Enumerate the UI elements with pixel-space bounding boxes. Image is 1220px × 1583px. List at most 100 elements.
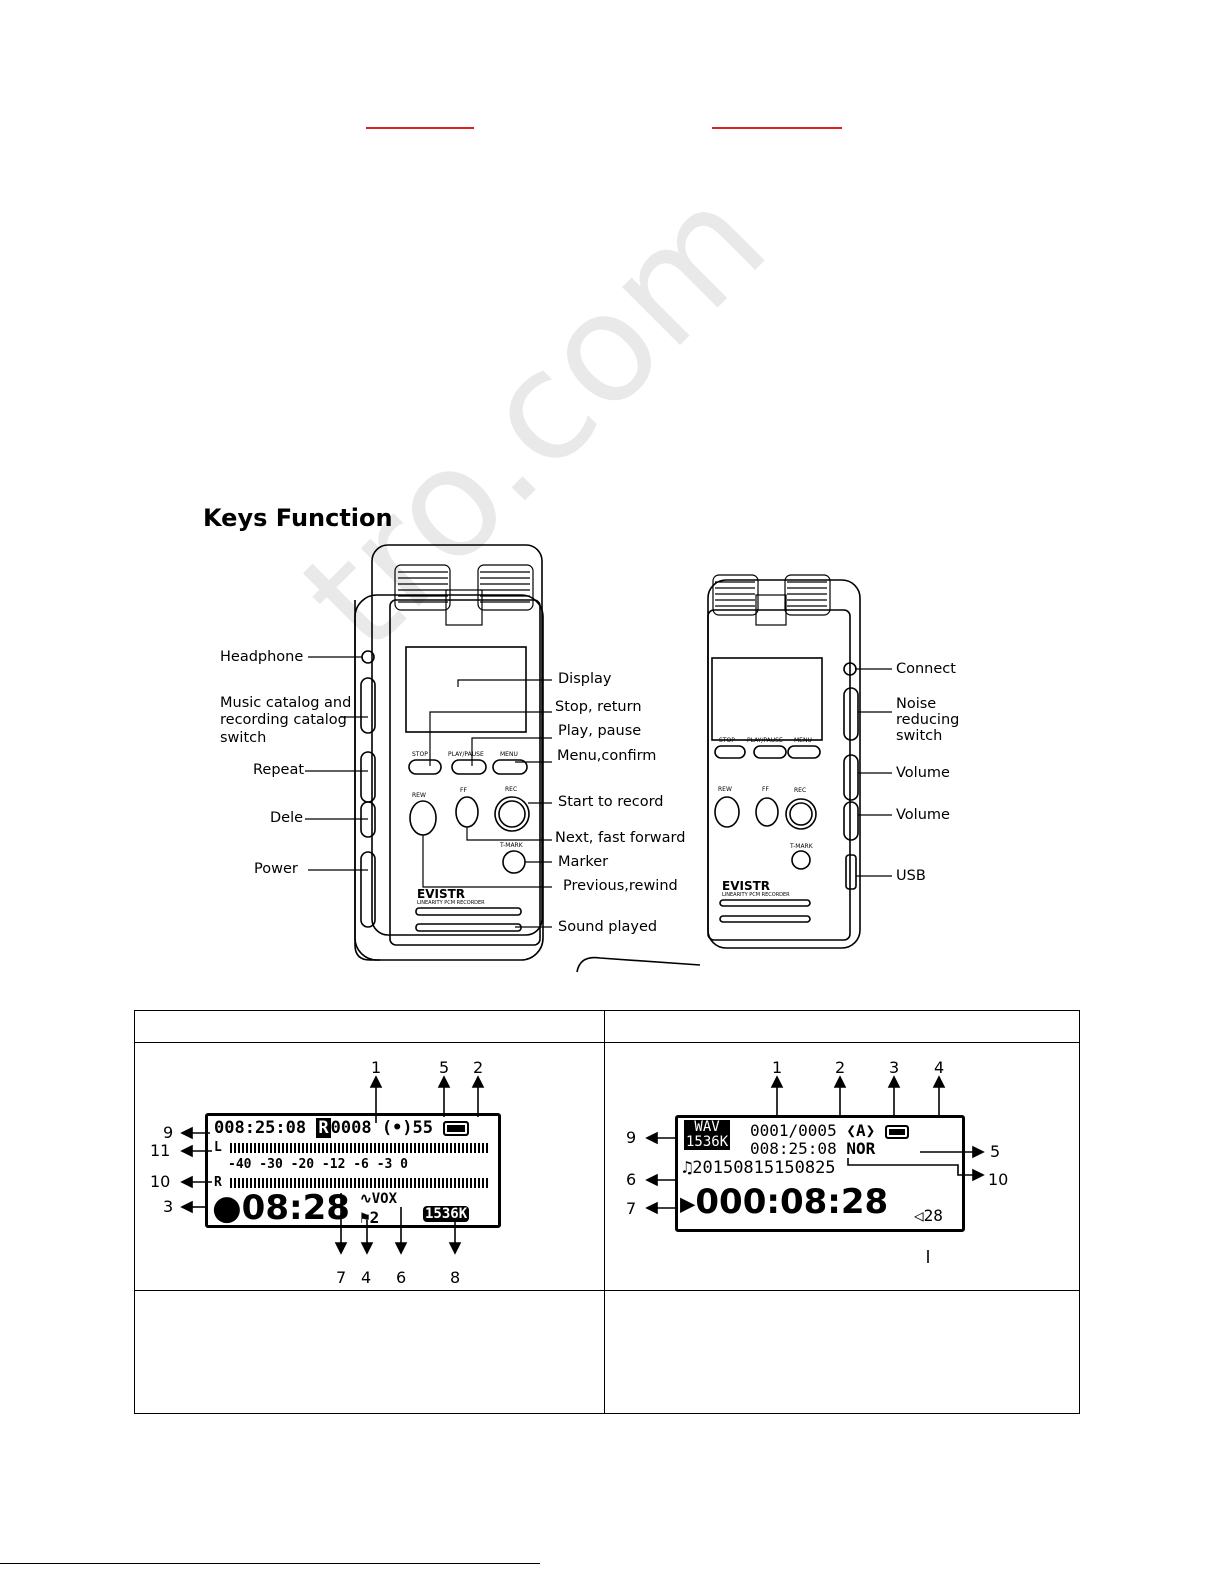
play-num-3: 3: [889, 1058, 900, 1077]
right-brand: EVISTR: [722, 879, 770, 893]
rec-channel-l: L: [214, 1140, 222, 1155]
left-ff-label: FF: [460, 787, 467, 794]
section-title: Keys Function: [203, 504, 393, 532]
battery-icon: [884, 1124, 909, 1139]
left-menu-label: MENU: [500, 751, 518, 758]
right-play-label: PLAY/PAUSE: [747, 737, 783, 744]
right-device-front: [707, 609, 851, 941]
right-rew-label: REW: [718, 786, 732, 793]
left-menu-button: [492, 759, 528, 775]
callout-sound: Sound played: [558, 919, 658, 935]
rec-r-badge: R: [316, 1118, 331, 1138]
left-play-label: PLAY/PAUSE: [448, 751, 484, 758]
callout-recording-catalog: recording catalog: [220, 712, 347, 728]
rec-file-no: 0008: [330, 1118, 372, 1138]
right-rec-label: REC: [794, 787, 806, 794]
music-note-icon: ♫: [682, 1158, 693, 1178]
right-stop-label: STOP: [719, 737, 735, 744]
callout-reducing: reducing: [896, 712, 960, 728]
play-num-9: 9: [626, 1128, 637, 1147]
repeat-icon: ❮A❯: [846, 1121, 876, 1140]
right-volume-up: [843, 754, 859, 801]
right-volume-down: [843, 801, 859, 841]
rec-channel-r: R: [214, 1175, 222, 1190]
play-format: WAV: [684, 1120, 731, 1135]
left-rew-button: [409, 800, 437, 836]
left-rew-label: REW: [412, 792, 426, 799]
rec-top-time: 008:25:08: [214, 1118, 307, 1138]
play-big-time: 000:08:28: [695, 1182, 889, 1222]
rec-num-1: 1: [371, 1058, 382, 1077]
rec-num-8: 8: [450, 1268, 461, 1287]
callout-dele: Dele: [270, 810, 304, 826]
play-bitrate: 1536K: [684, 1134, 731, 1150]
right-display: [711, 657, 823, 741]
callout-noise: Noise: [896, 696, 937, 712]
footer-rule: [0, 1563, 540, 1564]
play-num-6: 6: [626, 1170, 637, 1189]
play-repeat-mode: A: [855, 1121, 866, 1140]
callout-stop: Stop, return: [555, 699, 642, 715]
play-eq: NOR: [846, 1139, 876, 1158]
callout-power: Power: [254, 861, 298, 877]
flag-icon: ⚑: [360, 1208, 370, 1227]
right-menu-label: MENU: [794, 737, 812, 744]
rec-num-10: 10: [150, 1172, 171, 1191]
rec-mic-level: 55: [412, 1118, 434, 1138]
left-stop-label: STOP: [412, 751, 428, 758]
left-repeat-switch: [360, 751, 376, 803]
rec-num-9: 9: [163, 1123, 174, 1142]
record-screen-arrows: [180, 1075, 485, 1255]
callout-previous: Previous,rewind: [563, 878, 678, 894]
left-rec-button: [494, 796, 530, 832]
callout-connect: Connect: [896, 661, 956, 677]
callout-play: Play, pause: [558, 723, 642, 739]
play-screen-arrows: [645, 1075, 985, 1263]
play-num-5: 5: [990, 1142, 1001, 1161]
speaker-icon: ◁: [914, 1206, 924, 1225]
left-tmark-button: [502, 850, 526, 874]
callout-display: Display: [558, 671, 612, 687]
callout-marker: Marker: [558, 854, 609, 870]
right-usb-port: [845, 854, 857, 890]
rec-dot-icon: ●: [212, 1188, 242, 1228]
left-device-frame-side: [371, 544, 543, 936]
red-underline-2: [712, 127, 842, 129]
rec-num-5: 5: [439, 1058, 450, 1077]
red-underline-1: [366, 127, 474, 129]
play-num-1: 1: [772, 1058, 783, 1077]
callout-usb: USB: [896, 868, 926, 884]
vox-icon: ∿: [360, 1191, 372, 1207]
device-diagram: STOP PLAY/PAUSE MENU REW FF REC T-MARK L…: [305, 544, 892, 973]
play-track: 0001/0005: [750, 1121, 837, 1140]
rec-big-time: 08:28: [241, 1188, 350, 1228]
left-ff-button: [455, 796, 479, 828]
rec-num-6: 6: [396, 1268, 407, 1287]
left-rec-label: REC: [505, 786, 517, 793]
rec-num-7: 7: [336, 1268, 347, 1287]
play-total-time: 008:25:08: [750, 1139, 837, 1158]
right-noise-switch: [843, 687, 859, 741]
rec-vox: VOX: [371, 1191, 398, 1207]
callout-headphone: Headphone: [220, 649, 304, 665]
screen-table: [134, 1010, 1080, 1414]
rec-mark-count: 2: [369, 1208, 380, 1227]
callout-menu: Menu,confirm: [557, 748, 657, 764]
callout-next: Next, fast forward: [555, 830, 686, 846]
play-filename: 20150815150825: [692, 1158, 836, 1178]
rec-num-11: 11: [150, 1141, 171, 1160]
left-display: [405, 646, 527, 733]
right-ff-label: FF: [762, 786, 769, 793]
level-meter-r: [229, 1177, 490, 1188]
callout-volume-up: Volume: [896, 765, 950, 781]
left-device-front: [389, 599, 541, 946]
callout-volume-down: Volume: [896, 807, 950, 823]
callout-record: Start to record: [558, 794, 664, 810]
play-lcd: WAV 1536K 0001/0005 ❮A❯ 008:25:08 NOR ♫2…: [675, 1115, 965, 1232]
play-num-10: 10: [988, 1170, 1009, 1189]
rec-level-scale: -40 -30 -20 -12 -6 -3 0: [228, 1157, 409, 1172]
rec-num-4: 4: [361, 1268, 372, 1287]
left-brand: EVISTR: [417, 887, 465, 901]
rec-bitrate: 1536K: [423, 1206, 470, 1222]
